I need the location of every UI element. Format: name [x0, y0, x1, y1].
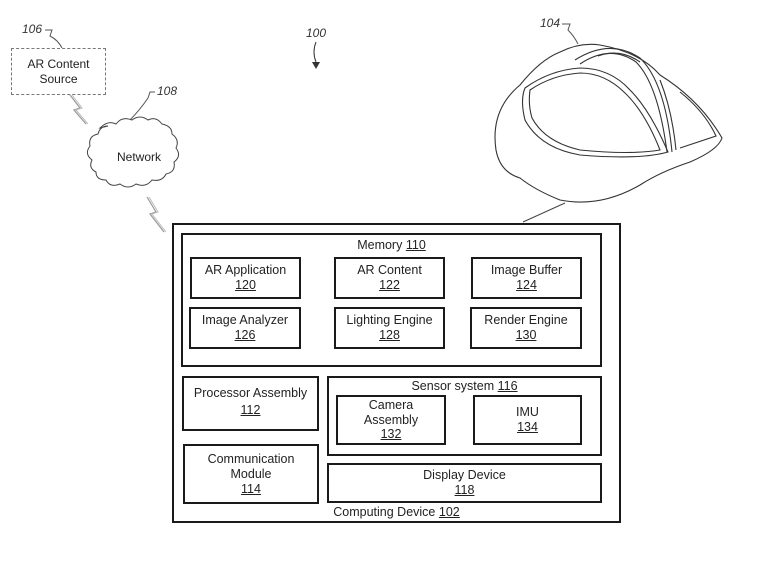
lighting-engine-box: Lighting Engine 128 [334, 307, 445, 349]
communication-module-box: Communication Module 114 [183, 444, 319, 504]
computing-device-label: Computing Device [333, 505, 436, 519]
leader-104 [562, 23, 579, 45]
image-buffer-label: Image Buffer [490, 263, 563, 277]
network-cloud [86, 116, 180, 188]
camera-assembly-box: Camera Assembly 132 [336, 395, 446, 445]
display-device-box: Display Device 118 [327, 463, 602, 503]
image-buffer-box: Image Buffer 124 [471, 257, 582, 299]
image-analyzer-box: Image Analyzer 126 [189, 307, 301, 349]
network-label: Network [116, 150, 161, 164]
ref-104: 104 [540, 16, 561, 30]
communication-module-label-2: Module [230, 466, 272, 481]
render-engine-box: Render Engine 130 [470, 307, 582, 349]
camera-assembly-ref: 132 [380, 427, 402, 442]
leader-106 [45, 29, 63, 49]
computing-device-title: Computing Device 102 [172, 505, 621, 520]
image-buffer-ref: 124 [516, 278, 537, 292]
ar-content-source-label-1: AR Content [27, 56, 90, 71]
arrow-100-head [312, 62, 320, 69]
image-analyzer-label: Image Analyzer [201, 313, 289, 327]
sensor-system-title: Sensor system 116 [329, 379, 600, 394]
ar-content-source-label-2: Source [39, 71, 78, 86]
communication-module-label-1: Communication [207, 451, 295, 466]
display-device-ref: 118 [454, 483, 475, 497]
imu-box: IMU 134 [473, 395, 582, 445]
head-mounted-display-drawing [494, 43, 723, 203]
processor-assembly-label: Processor Assembly [193, 386, 308, 400]
ar-application-box: AR Application 120 [190, 257, 301, 299]
ref-108: 108 [157, 84, 178, 98]
leader-108 [127, 91, 155, 123]
hmd-connector [522, 202, 566, 223]
processor-assembly-ref: 112 [240, 403, 261, 417]
image-analyzer-ref: 126 [234, 328, 256, 342]
sensor-system-label: Sensor system [411, 379, 495, 393]
lighting-engine-ref: 128 [379, 328, 400, 342]
ref-106: 106 [22, 22, 43, 36]
ref-100: 100 [306, 26, 327, 40]
ar-application-ref: 120 [235, 278, 256, 292]
communication-module-ref: 114 [241, 481, 261, 496]
memory-label: Memory [357, 238, 403, 252]
wireless-link-network-device [146, 196, 165, 233]
ar-content-label: AR Content [357, 263, 422, 277]
render-engine-ref: 130 [515, 328, 537, 342]
processor-assembly-box: Processor Assembly 112 [182, 376, 319, 431]
ar-application-label: AR Application [204, 263, 287, 277]
ar-content-source-box: AR Content Source [11, 48, 106, 95]
computing-device-ref: 102 [438, 505, 460, 519]
imu-label: IMU [516, 405, 539, 419]
display-device-label: Display Device [423, 468, 506, 482]
camera-assembly-label-2: Assembly [363, 412, 419, 427]
memory-ref: 110 [405, 238, 426, 252]
imu-ref: 134 [517, 420, 538, 434]
render-engine-label: Render Engine [484, 313, 568, 327]
arrow-100 [313, 41, 317, 63]
ar-content-ref: 122 [379, 278, 400, 292]
ar-content-box: AR Content 122 [334, 257, 445, 299]
sensor-system-ref: 116 [497, 379, 518, 393]
memory-title: Memory 110 [183, 238, 600, 253]
wireless-link-source-network [69, 94, 87, 125]
camera-assembly-label-1: Camera [368, 398, 414, 413]
lighting-engine-label: Lighting Engine [346, 313, 433, 327]
